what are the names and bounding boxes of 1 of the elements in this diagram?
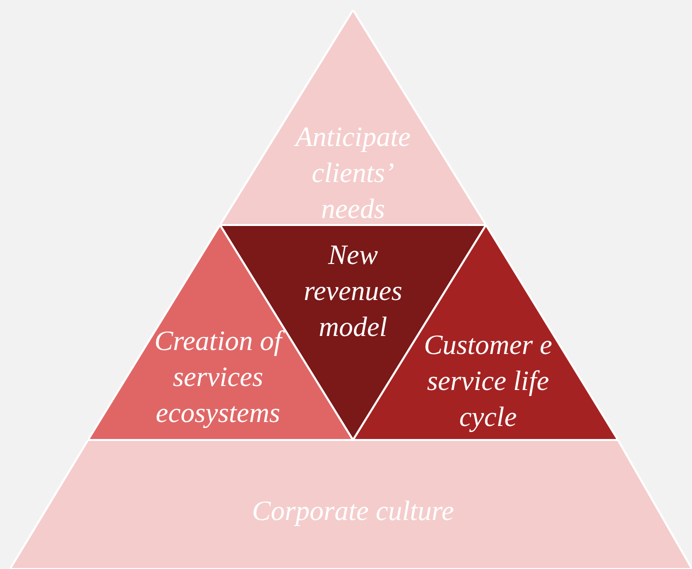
segment-label: Customer e service life cycle bbox=[422, 329, 554, 435]
